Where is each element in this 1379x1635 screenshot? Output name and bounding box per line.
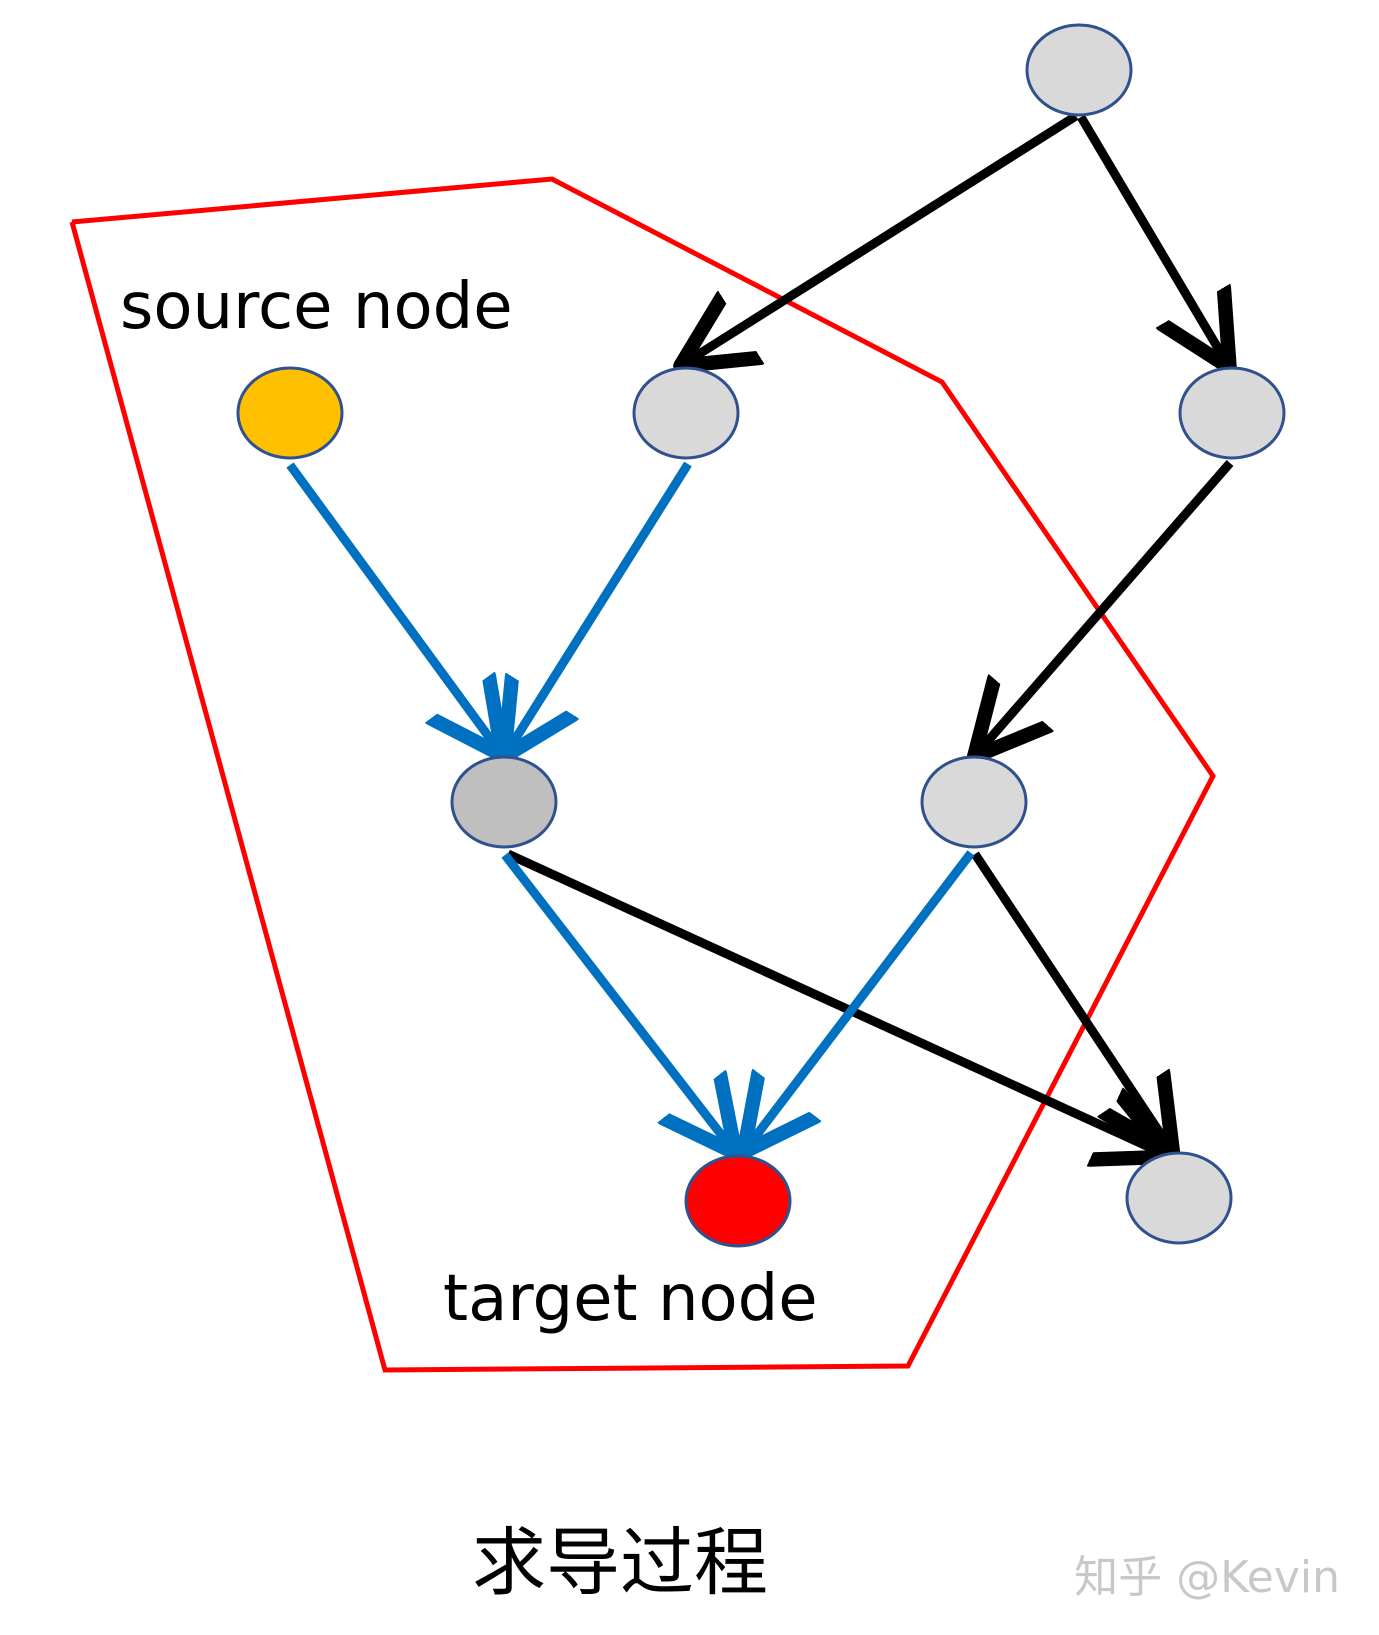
source-node-label: source node: [120, 270, 513, 344]
target-node-label: target node: [443, 1262, 818, 1336]
node-target: [684, 1154, 792, 1248]
edge-mid-to-intermediate: [509, 461, 692, 749]
edge-node-e-to-target: [749, 850, 975, 1145]
edge-intermediate-to-target: [501, 852, 730, 1146]
diagram-caption: 求导过程: [472, 1520, 768, 1606]
edge-node-e-to-bottom-right: [971, 851, 1168, 1145]
node-right: [1178, 366, 1286, 460]
subgraph-outline: [69, 176, 1216, 1373]
edge-source-to-intermediate: [286, 462, 497, 748]
edge-top-to-right: [1077, 114, 1225, 360]
watermark: 知乎 @Kevin: [1074, 1552, 1340, 1603]
node-intermediate: [450, 755, 558, 849]
node-mid: [632, 366, 740, 460]
node-top: [1025, 23, 1133, 117]
edge-right-to-node-e: [980, 460, 1234, 750]
edge-top-to-mid: [688, 112, 1079, 361]
edge-intermediate-to-bottom-right: [506, 849, 1162, 1153]
node-e: [920, 755, 1028, 849]
node-source: [236, 366, 344, 460]
node-bottom-right: [1125, 1151, 1233, 1245]
